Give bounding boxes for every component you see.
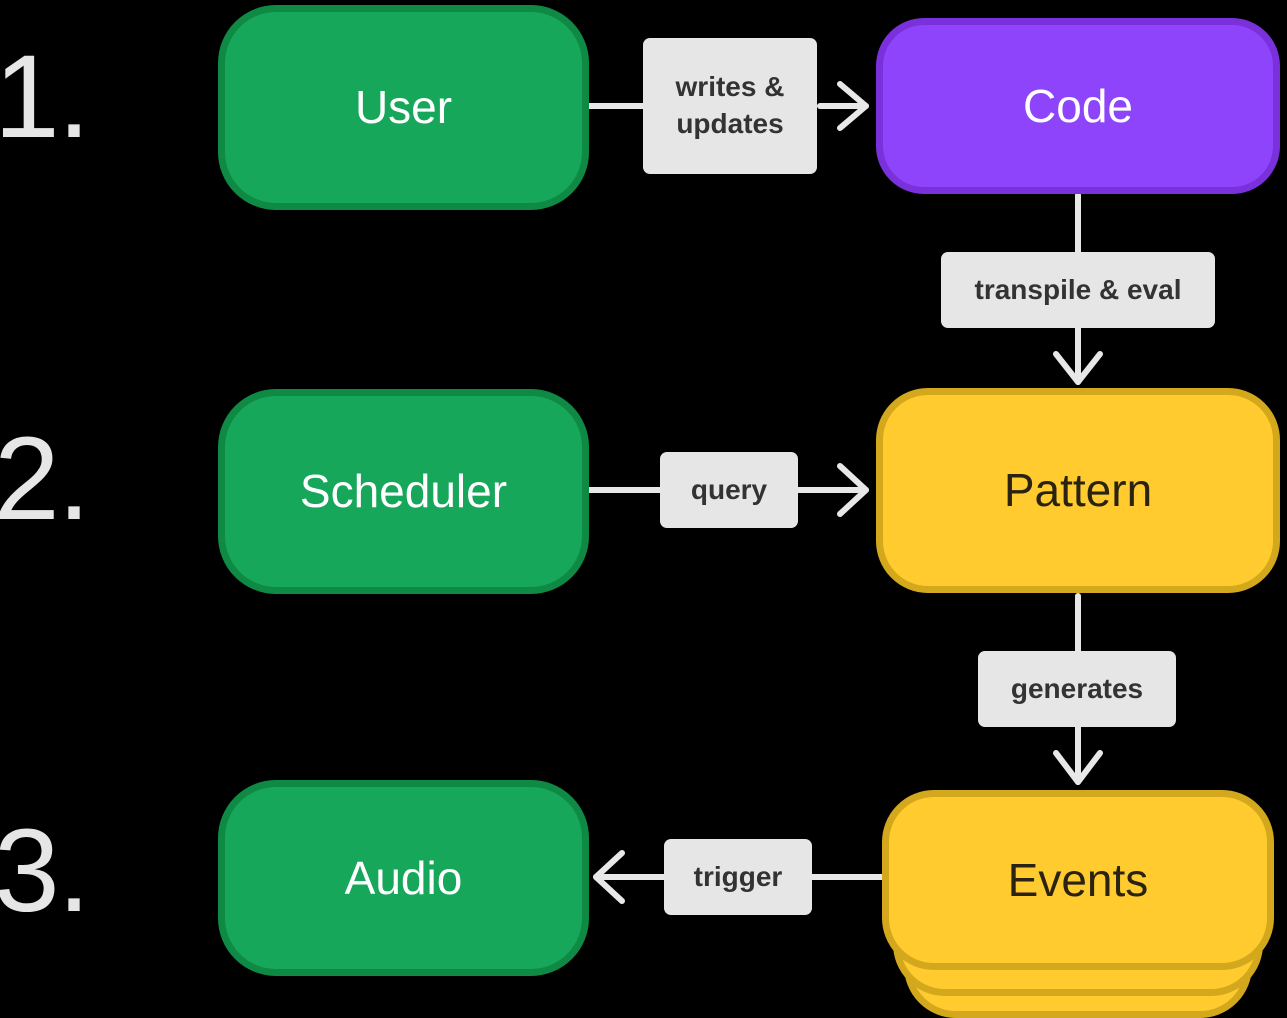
node-user[interactable]: User	[218, 5, 589, 210]
edge-arrowhead-pattern-events	[1053, 750, 1103, 785]
edge-arrowhead-events-audio	[593, 850, 625, 904]
node-scheduler[interactable]: Scheduler	[218, 389, 589, 594]
step-number-2: 2.	[0, 413, 90, 545]
edge-arrowhead-scheduler-pattern	[837, 463, 869, 517]
node-pattern[interactable]: Pattern	[876, 388, 1280, 593]
edge-label-generates: generates	[978, 651, 1176, 727]
edge-label-transpile-eval: transpile & eval	[941, 252, 1215, 328]
node-code-label: Code	[1023, 79, 1133, 132]
node-audio-label: Audio	[344, 851, 463, 904]
node-user-label: User	[354, 81, 453, 134]
edge-arrowhead-code-pattern	[1053, 351, 1103, 385]
step-number-1: 1.	[0, 31, 90, 163]
node-events-label: Events	[1007, 853, 1149, 906]
edge-label-query: query	[660, 452, 798, 528]
edge-label-writes-updates: writes & updates	[643, 38, 817, 174]
node-audio[interactable]: Audio	[218, 780, 589, 976]
node-code[interactable]: Code	[876, 18, 1280, 194]
node-scheduler-label: Scheduler	[299, 465, 508, 518]
node-pattern-label: Pattern	[1003, 464, 1153, 517]
node-events[interactable]: Events	[882, 790, 1274, 970]
edge-arrowhead-user-code	[837, 81, 869, 131]
edge-label-trigger: trigger	[664, 839, 812, 915]
step-number-3: 3.	[0, 805, 90, 937]
